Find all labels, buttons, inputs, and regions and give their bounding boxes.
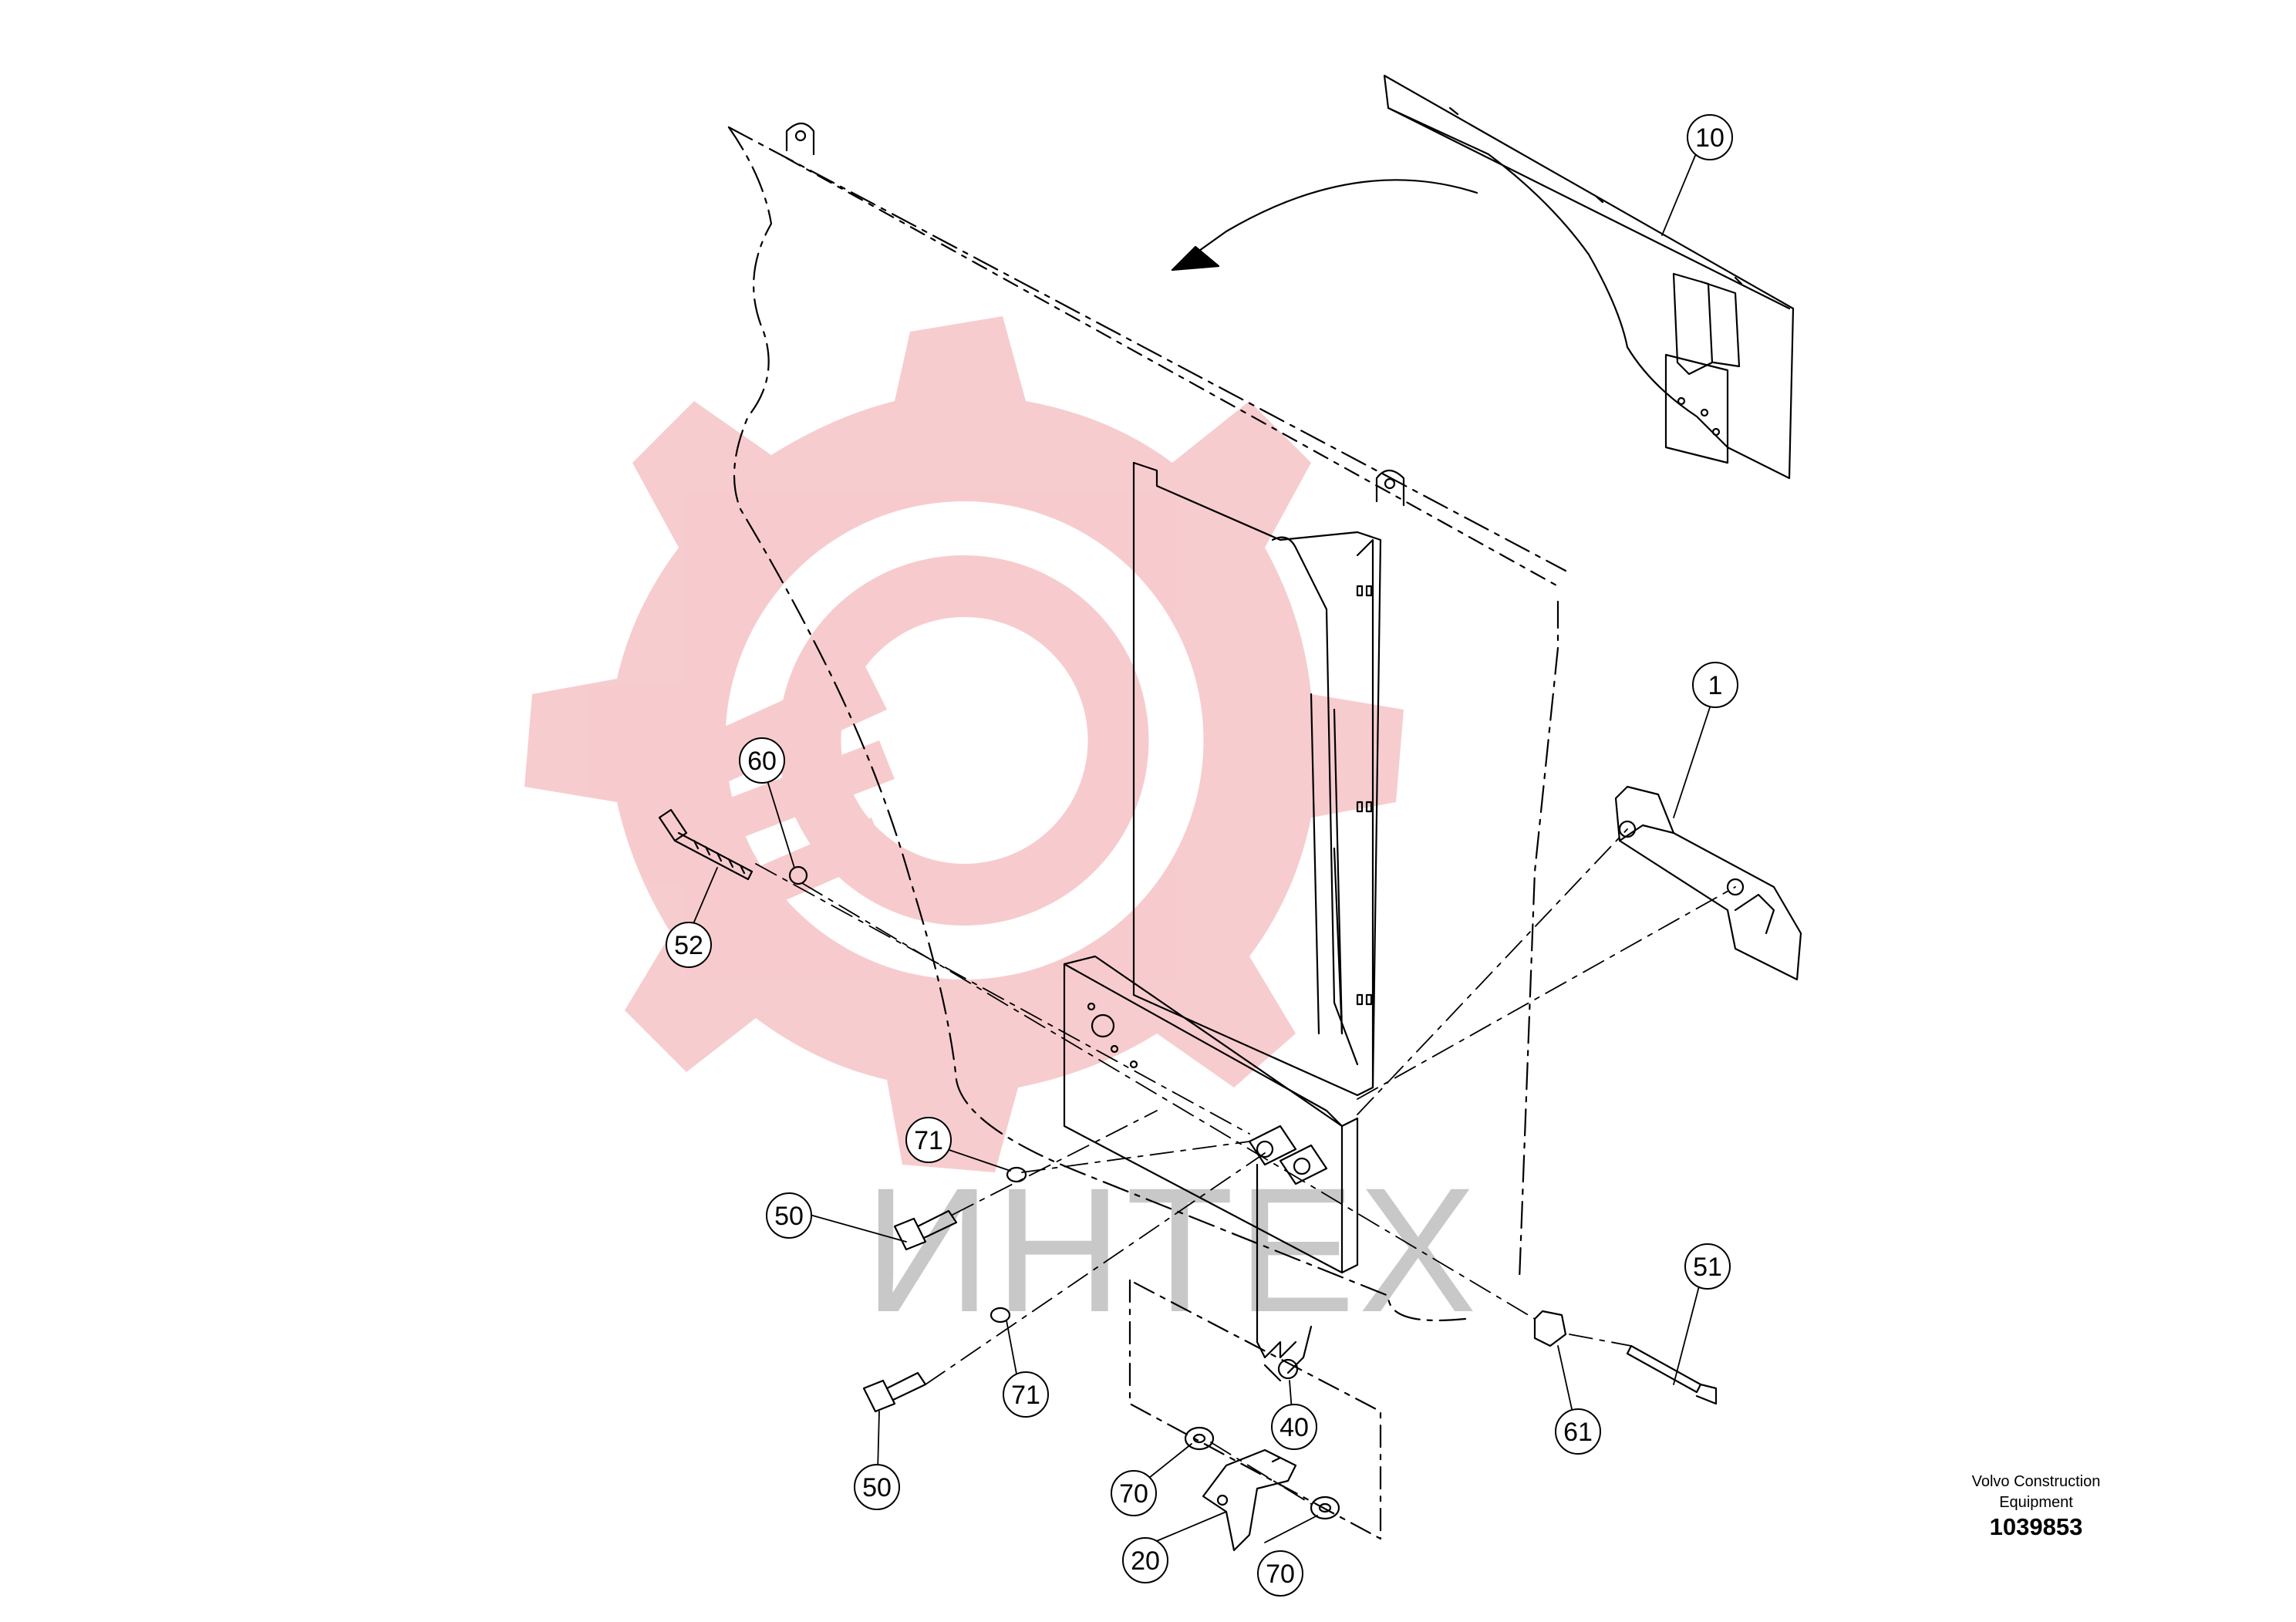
callout-c61: 61: [1555, 1408, 1601, 1455]
callout-c60: 60: [739, 737, 785, 784]
watermark-gear-logo: [524, 316, 1404, 1172]
part-61-nut: [1533, 1310, 1567, 1347]
callout-circle: [666, 922, 712, 968]
callout-circle: [1692, 662, 1738, 708]
callout-label: 71: [914, 1126, 943, 1155]
leader-lines: [689, 151, 1713, 1543]
callout-circle: [1003, 1371, 1049, 1418]
callout-label: 52: [674, 931, 703, 960]
callout-circle: [1684, 1243, 1731, 1290]
callout-circle: [1271, 1404, 1317, 1450]
part-20-latch: [1202, 1448, 1297, 1552]
callout-c70b: 70: [1257, 1550, 1303, 1597]
callout-circle: [854, 1464, 900, 1510]
direction-arrow: [1171, 179, 1478, 271]
brand-block: Volvo Construction Equipment: [1913, 1472, 2159, 1513]
callouts: 10 1 60 52 71 50 71 50 40 61 51 70 20 70: [666, 114, 1738, 1597]
callout-label: 71: [1011, 1381, 1040, 1410]
latch-phantom-box: [1128, 1279, 1382, 1540]
callout-label: 50: [774, 1202, 804, 1231]
callout-c52: 52: [666, 922, 712, 968]
callout-c71a: 71: [905, 1117, 952, 1163]
callout-c1: 1: [1692, 662, 1738, 708]
callout-label: 60: [747, 747, 777, 776]
callout-label: 10: [1695, 123, 1725, 153]
callout-label: 70: [1266, 1560, 1295, 1589]
callout-c40: 40: [1271, 1404, 1317, 1450]
part-60-nut: [788, 865, 808, 885]
watermark-text: ИНТЕХ: [864, 1151, 1480, 1349]
callout-label: 50: [862, 1473, 892, 1502]
callout-label: 51: [1693, 1253, 1722, 1282]
part-71-washer-a: [1006, 1166, 1027, 1183]
part-50-bolt-a: [893, 1209, 958, 1251]
callout-circle: [739, 737, 785, 784]
callout-circle: [1555, 1408, 1601, 1455]
callout-c20: 20: [1122, 1537, 1168, 1583]
callout-circle: [905, 1117, 952, 1163]
callout-circle: [1687, 114, 1733, 160]
callout-label: 70: [1119, 1479, 1148, 1509]
assembly-axes: [755, 828, 1736, 1505]
callout-label: 1: [1708, 671, 1723, 700]
part-70-washer-b: [1310, 1496, 1340, 1520]
bracket-assembly: [1132, 461, 1382, 1097]
part-40-spring: [1256, 1163, 1313, 1382]
callout-circle: [766, 1192, 812, 1239]
door-panel-outline: [727, 126, 1567, 1322]
hinge-lugs: [785, 122, 1405, 507]
part-10-panel: [1383, 74, 1795, 480]
callout-label: 40: [1279, 1413, 1309, 1442]
callout-c50a: 50: [766, 1192, 812, 1239]
callout-c51: 51: [1684, 1243, 1731, 1290]
part-50-bolt-b: [862, 1371, 927, 1413]
part-71-washer-b: [990, 1307, 1011, 1324]
part-1-handle: [1614, 785, 1802, 981]
document-number: 1039853: [1989, 1513, 2083, 1540]
callout-circle: [1111, 1470, 1157, 1516]
callout-label: 61: [1563, 1418, 1593, 1447]
callout-c71b: 71: [1003, 1371, 1049, 1418]
callout-circle: [1257, 1550, 1303, 1597]
brand-line-2: Equipment: [1999, 1494, 2073, 1511]
line-work: [658, 74, 1802, 1552]
callout-c50b: 50: [854, 1464, 900, 1510]
part-51-bolt: [1626, 1344, 1718, 1405]
callout-circle: [1122, 1537, 1168, 1583]
brand-line-1: Volvo Construction: [1971, 1473, 2101, 1490]
part-70-washer-a: [1184, 1426, 1215, 1451]
part-70-washer-b-inner: [1318, 1502, 1332, 1513]
callout-label: 20: [1131, 1546, 1160, 1576]
callout-c70a: 70: [1111, 1470, 1157, 1516]
callout-c10: 10: [1687, 114, 1733, 160]
part-52-bolt: [658, 808, 754, 881]
